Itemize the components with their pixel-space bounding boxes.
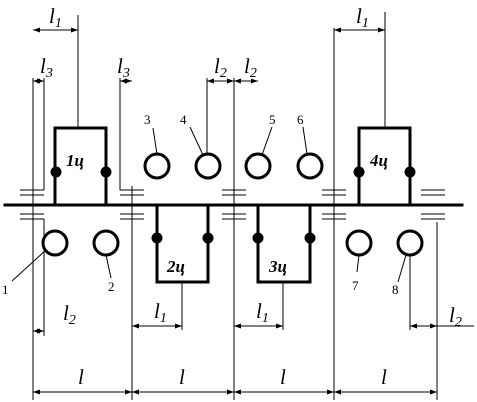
dim-label-l1: l1 — [49, 4, 62, 31]
dim-label-l: l — [280, 365, 286, 389]
cylinder-label-4: 4ц — [369, 151, 388, 170]
dim-label-l: l — [381, 365, 387, 389]
dimension-labels: l1 l3 l3 l2 l2 l1 l2 l1 l1 l2 l l l l — [40, 4, 462, 389]
journal-number-1: 1 — [2, 282, 9, 297]
journal-number-3: 3 — [144, 112, 151, 127]
dim-label-l2: l2 — [449, 303, 462, 330]
dim-label-l2: l2 — [214, 54, 227, 81]
dim-label-l3: l3 — [117, 54, 130, 81]
dim-label-l: l — [78, 365, 84, 389]
dim-label-l1: l1 — [256, 299, 269, 326]
crankpin-dot — [50, 166, 62, 178]
crankpin-dot — [202, 232, 214, 244]
extension-lines — [32, 12, 438, 400]
journal-number-8: 8 — [392, 282, 399, 297]
dim-label-l2: l2 — [244, 54, 257, 81]
crankpin-dot — [151, 232, 163, 244]
journal-number-4: 4 — [180, 112, 187, 127]
cylinder-label-1: 1ц — [66, 151, 84, 170]
dim-label-l3: l3 — [40, 54, 53, 81]
journal-number-7: 7 — [352, 278, 359, 293]
crankpin-dots — [50, 166, 416, 244]
counterweight-circle-2 — [92, 229, 120, 257]
counterweight-circle-6 — [296, 152, 324, 180]
journal-number-6: 6 — [297, 112, 304, 127]
crankpin-dot — [100, 166, 112, 178]
counterweight-circle-8 — [396, 229, 424, 257]
cylinder-label-2: 2ц — [166, 257, 185, 276]
dim-label-l1: l1 — [154, 299, 167, 326]
counterweight-circle-3 — [143, 152, 171, 180]
counterweight-circle-5 — [244, 152, 272, 180]
crankpin-dot — [304, 232, 316, 244]
counterweight-circle-4 — [194, 152, 222, 180]
crankpin-dot — [353, 166, 365, 178]
main-bearing-5 — [421, 189, 445, 220]
dimension-lines — [33, 27, 474, 395]
journal-labels: 1 2 3 4 5 6 7 8 — [2, 112, 407, 297]
crankpin-dot — [404, 166, 416, 178]
cylinder-labels: 1ц 2ц 3ц 4ц — [66, 151, 388, 276]
main-bearing-1 — [20, 189, 44, 220]
dim-label-l1: l1 — [356, 4, 369, 31]
dim-label-l: l — [179, 365, 185, 389]
cylinder-label-3: 3ц — [268, 257, 287, 276]
crankpin-dot — [252, 232, 264, 244]
dim-label-l2: l2 — [63, 301, 76, 328]
journal-number-2: 2 — [108, 279, 115, 294]
counterweight-circle-7 — [345, 229, 373, 257]
journal-number-5: 5 — [269, 112, 276, 127]
counterweight-circle-1 — [41, 229, 69, 257]
